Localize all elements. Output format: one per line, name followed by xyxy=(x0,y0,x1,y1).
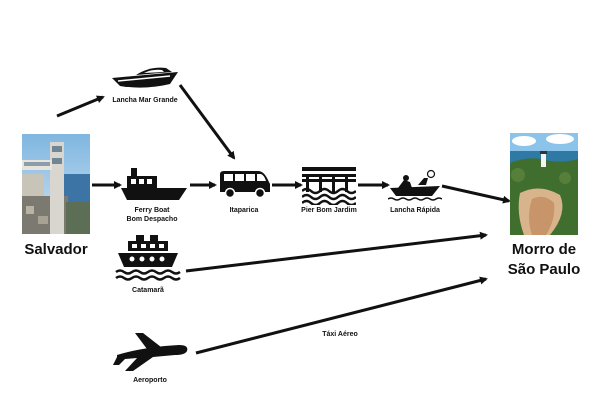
label-itaparica: Itaparica xyxy=(229,207,259,214)
label-ferry-line2: Bom Despacho xyxy=(126,215,178,223)
label-lancha-mar-grande: Lancha Mar Grande xyxy=(112,97,178,104)
speedboat-icon xyxy=(110,64,180,90)
label-ferry-boat: Ferry Boat Bom Despacho xyxy=(111,207,193,225)
arrow-lancha-to-itaparica xyxy=(178,84,236,160)
label-lancha-rapida: Lancha Rápida xyxy=(390,207,440,214)
label-ferry-line1: Ferry Boat xyxy=(134,207,170,214)
catamaran-icon xyxy=(114,235,182,281)
pier-icon xyxy=(301,167,357,207)
arrow-lancha-rapida-to-morro xyxy=(441,184,511,204)
ferry-boat-icon xyxy=(121,168,187,202)
van-icon xyxy=(218,170,272,199)
motorboat-icon xyxy=(387,168,443,202)
label-morro-line2: São Paulo xyxy=(507,260,581,278)
airplane-icon xyxy=(113,331,189,373)
label-catamara: Catamarã xyxy=(132,287,164,294)
arrow-catamara-to-morro xyxy=(185,231,488,273)
label-morro-de-sao-paulo: Morro de São Paulo xyxy=(496,240,592,279)
arrow-salvador-to-lancha xyxy=(56,95,105,118)
salvador-photo xyxy=(22,134,90,234)
label-taxi-aereo: Táxi Aéreo xyxy=(322,331,358,338)
arrow-aeroporto-to-morro xyxy=(195,276,488,355)
label-pier-bom-jardim: Pier Bom Jardim xyxy=(301,207,357,214)
morro-photo xyxy=(510,133,578,235)
label-salvador: Salvador xyxy=(24,241,88,258)
label-morro-line1: Morro de xyxy=(511,241,577,258)
label-aeroporto: Aeroporto xyxy=(133,377,167,384)
